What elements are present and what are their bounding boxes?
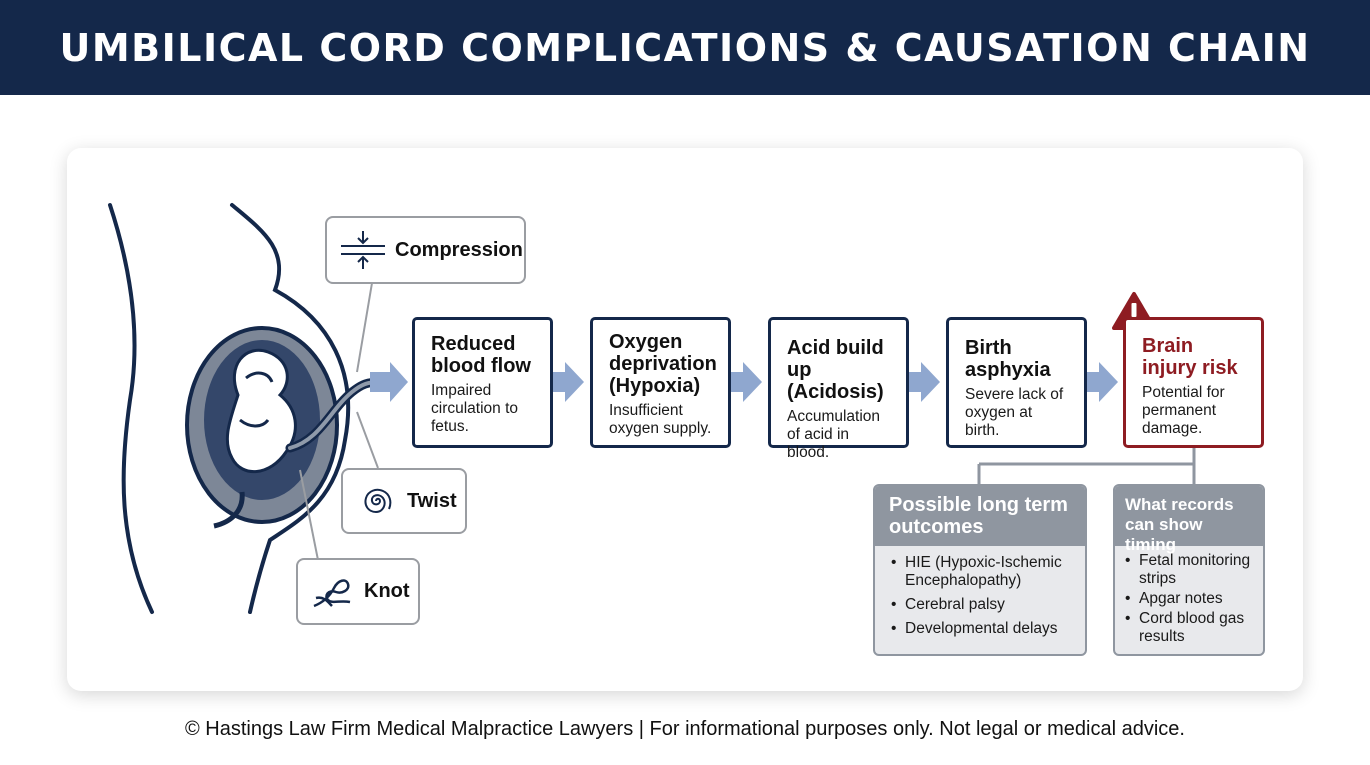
list-item: Cerebral palsy xyxy=(889,596,1075,614)
step-oxygen-deprivation: Oxygen deprivation (Hypoxia) Insufficien… xyxy=(590,317,731,448)
compression-label: Compression xyxy=(395,238,523,261)
flow-arrow-1 xyxy=(370,362,408,402)
list-item: Developmental delays xyxy=(889,620,1075,638)
list-item: Fetal monitoring strips xyxy=(1123,552,1257,588)
step-birth-asphyxia: Birth asphyxia Severe lack of oxygen at … xyxy=(946,317,1087,448)
list-item: Cord blood gas results xyxy=(1123,610,1257,646)
header-banner: UMBILICAL CORD COMPLICATIONS & CAUSATION… xyxy=(0,0,1370,95)
step-description: Severe lack of oxygen at birth. xyxy=(965,386,1064,439)
step-acidosis: Acid build up (Acidosis) Accumulation of… xyxy=(768,317,909,461)
step-description: Insufficient oxygen supply. xyxy=(609,402,712,437)
step-description: Accumulation of acid in blood. xyxy=(787,408,881,461)
step-description: Potential for permanent damage. xyxy=(1142,384,1225,437)
mother-back-outline xyxy=(108,203,154,614)
records-heading: What records can show timing xyxy=(1115,486,1263,554)
mother-belly-outline xyxy=(230,203,351,614)
compression-icon xyxy=(341,231,385,269)
outcomes-list: HIE (Hypoxic-Ischemic Encephalopathy) Ce… xyxy=(875,546,1085,638)
long-term-outcomes-panel: Possible long term outcomes HIE (Hypoxic… xyxy=(873,484,1087,656)
step-title: Brain injury risk xyxy=(1142,335,1238,379)
step-title: Acid build up (Acidosis) xyxy=(787,337,884,403)
twist-leader-line xyxy=(356,411,379,469)
footer-disclaimer: © Hastings Law Firm Medical Malpractice … xyxy=(185,718,1185,740)
records-timing-panel: What records can show timing Fetal monit… xyxy=(1113,484,1265,656)
outcome-connectors xyxy=(977,448,1196,484)
knot-leader-line xyxy=(299,469,319,561)
step-description: Impaired circulation to fetus. xyxy=(431,382,519,435)
step-reduced-blood-flow: Reduced blood flow Impaired circulation … xyxy=(412,317,553,448)
compression-leader-line xyxy=(356,282,373,373)
knot-icon xyxy=(313,578,351,607)
twist-callout: Twist xyxy=(341,468,467,534)
knot-callout: Knot xyxy=(296,558,420,625)
step-title: Birth asphyxia xyxy=(965,337,1051,381)
list-item: HIE (Hypoxic-Ischemic Encephalopathy) xyxy=(889,554,1075,590)
compression-callout: Compression xyxy=(325,216,526,284)
page-title: UMBILICAL CORD COMPLICATIONS & CAUSATION… xyxy=(59,25,1311,70)
step-brain-injury-risk: Brain injury risk Potential for permanen… xyxy=(1123,317,1264,448)
fetus-in-uterus-illustration xyxy=(185,326,339,529)
outcomes-heading: Possible long term outcomes xyxy=(875,486,1085,546)
step-title: Reduced blood flow xyxy=(431,333,531,377)
twist-label: Twist xyxy=(407,489,457,512)
step-title: Oxygen deprivation (Hypoxia) xyxy=(609,331,717,397)
spiral-icon xyxy=(364,488,392,514)
records-list: Fetal monitoring strips Apgar notes Cord… xyxy=(1115,546,1263,646)
knot-label: Knot xyxy=(364,580,410,602)
list-item: Apgar notes xyxy=(1123,590,1257,608)
